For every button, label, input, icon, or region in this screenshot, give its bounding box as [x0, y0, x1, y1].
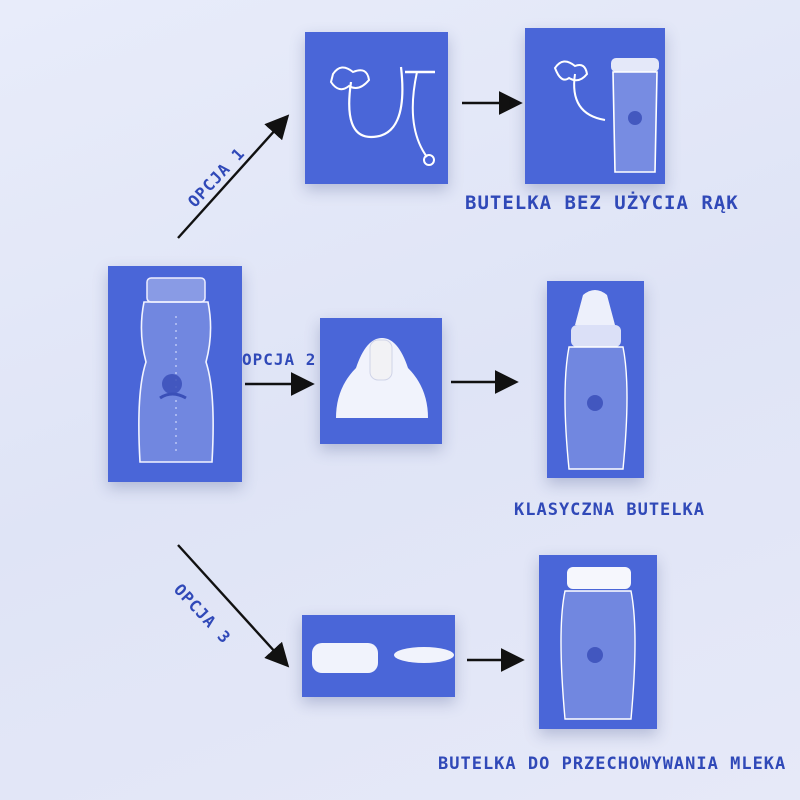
option-2-part-tile: [320, 318, 442, 444]
sealing-lid-image: [312, 643, 454, 673]
option-1-result-label: BUTELKA BEZ UŻYCIA RĄK: [465, 192, 739, 214]
base-bottle-tile: [108, 266, 242, 482]
arrow-option-1: [177, 114, 290, 239]
deer-icon: [587, 395, 603, 411]
deer-icon: [162, 374, 182, 394]
option-2-result-tile: [547, 281, 644, 478]
straw-kit-image: [329, 66, 435, 166]
arrow-option-3: [177, 544, 290, 668]
option-3-result-label: BUTELKA DO PRZECHOWYWANIA MLEKA: [438, 754, 787, 774]
deer-icon: [628, 111, 642, 125]
deer-icon: [587, 647, 603, 663]
option-2-result-label: KLASYCZNA BUTELKA: [514, 500, 705, 520]
option-1-part-tile: [305, 32, 448, 184]
option-3-part-tile: [302, 615, 455, 697]
option-2-label: OPCJA 2: [242, 350, 317, 369]
bottle-image: [138, 277, 214, 463]
option-3-result-tile: [539, 555, 657, 729]
storage-bottle-image: [560, 567, 636, 720]
option-1-result-tile: [525, 28, 665, 184]
classic-bottle-image: [564, 290, 628, 470]
hands-free-bottle-image: [553, 58, 659, 173]
nipple-image: [336, 338, 428, 418]
